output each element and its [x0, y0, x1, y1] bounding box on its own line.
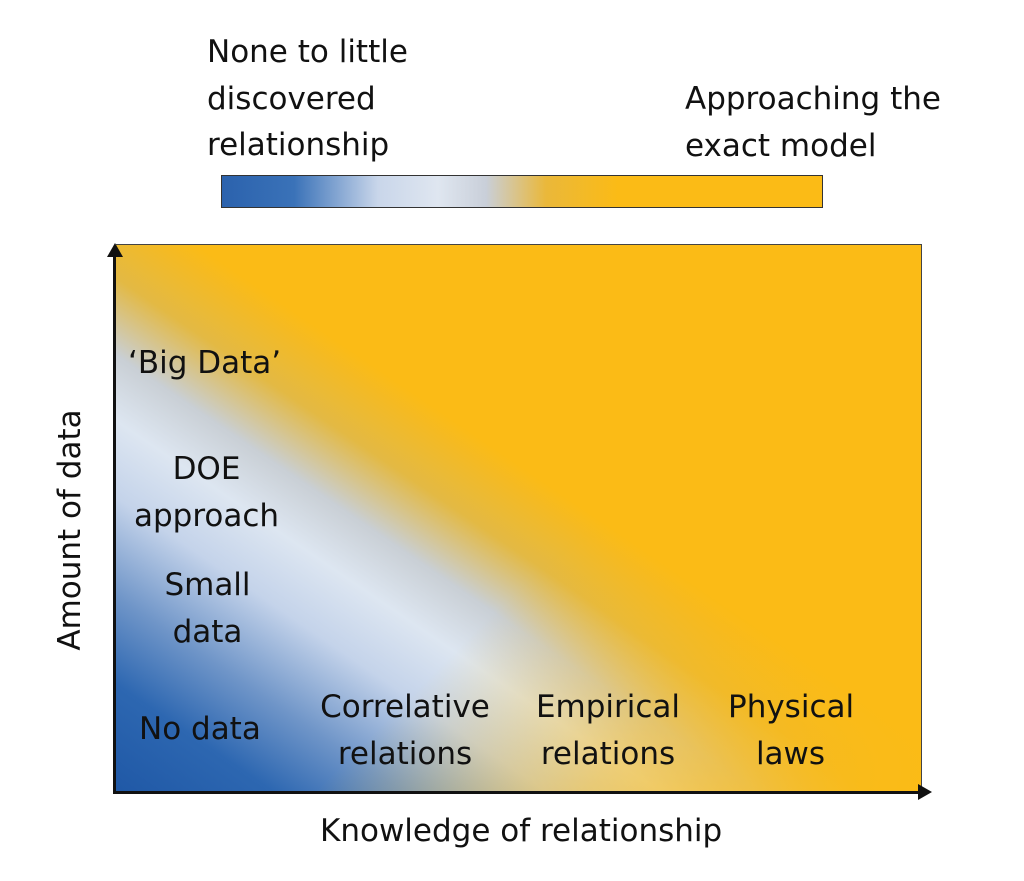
x-axis-arrow-icon — [918, 784, 932, 800]
label-physical-line-2: laws — [755, 735, 826, 772]
label-no-data: No data — [139, 711, 261, 747]
label-doe-line-2: approach — [134, 497, 280, 534]
y-axis-line — [113, 248, 116, 793]
legend-low-line-2: discovered — [207, 80, 376, 117]
y-axis-title: Amount of data — [52, 409, 88, 651]
label-doe-approach: DOE approach — [134, 446, 279, 539]
label-doe-line-1: DOE — [172, 451, 241, 487]
legend-low-line-1: None to little — [207, 34, 408, 70]
label-correlative-line-1: Correlative — [320, 689, 490, 725]
x-axis-line — [113, 791, 923, 794]
legend-label-high: Approaching the exact model — [685, 76, 941, 169]
label-small-data: Small data — [160, 562, 255, 655]
label-physical-laws: Physical laws — [728, 684, 855, 777]
label-small-line-1: Small — [164, 567, 251, 603]
label-empirical-line-1: Empirical — [535, 689, 681, 725]
label-correlative-relations: Correlative relations — [320, 684, 490, 777]
label-empirical-relations: Empirical relations — [534, 684, 682, 777]
legend-label-low: None to little discovered relationship — [207, 29, 408, 169]
y-axis-arrow-icon — [107, 243, 123, 257]
gradient-plot-area — [116, 244, 922, 794]
legend-gradient-bar — [221, 175, 823, 208]
label-physical-line-1: Physical — [728, 689, 855, 725]
label-empirical-line-2: relations — [540, 735, 676, 772]
label-small-line-2: data — [172, 613, 243, 650]
label-big-data: ‘Big Data’ — [128, 345, 282, 381]
legend-high-line-1: Approaching the — [685, 81, 941, 117]
legend-low-line-3: relationship — [207, 127, 390, 163]
legend-high-line-2: exact model — [685, 127, 877, 164]
x-axis-title: Knowledge of relationship — [320, 813, 723, 849]
label-correlative-line-2: relations — [337, 735, 473, 772]
